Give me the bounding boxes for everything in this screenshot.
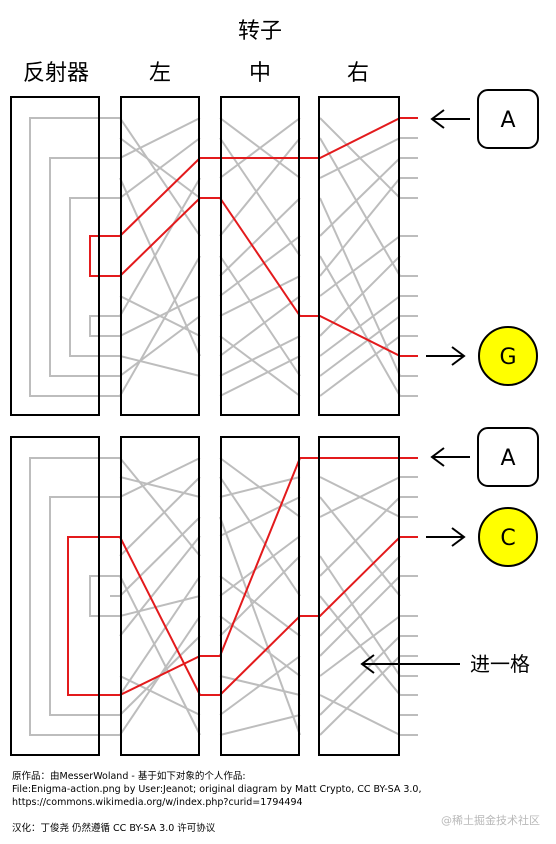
bottom-input-key: [477, 427, 539, 487]
bottom-gray-wiring: [29, 457, 418, 736]
bottom-middle-rotor-box: [220, 436, 300, 756]
bottom-boxes: [10, 436, 400, 756]
top-input-key-letter: A: [500, 108, 515, 133]
step-label: 进一格: [470, 652, 530, 676]
top-panel: A G: [10, 89, 539, 416]
bottom-left-rotor-box: [120, 436, 200, 756]
bottom-right-rotor-box: [318, 436, 400, 756]
bottom-output-lamp: [478, 507, 538, 567]
left-rotor-label: 左: [149, 61, 171, 86]
translation-credit: 汉化：丁俊尧 仍然遵循 CC BY-SA 3.0 许可协议: [12, 823, 216, 834]
rotors-title: 转子: [238, 19, 282, 44]
credits: 原作品：由MesserWoland - 基于如下对象的个人作品: File:En…: [12, 770, 548, 809]
credit-line-1: 原作品：由MesserWoland - 基于如下对象的个人作品:: [12, 771, 246, 782]
top-middle-rotor-box: [220, 96, 300, 416]
top-input-key: [477, 89, 539, 149]
top-reflector-box: [10, 96, 100, 416]
reflector-label: 反射器: [23, 61, 89, 86]
bottom-signal-path: [67, 457, 418, 696]
bottom-arrows: [360, 447, 470, 674]
bottom-reflector-box: [10, 436, 100, 756]
top-boxes: [10, 96, 400, 416]
top-gray-wiring: [29, 117, 418, 397]
credit-line-2: File:Enigma-action.png by User:Jeanot; o…: [12, 784, 422, 795]
right-rotor-label: 右: [347, 61, 369, 86]
top-output-lamp: [478, 326, 538, 386]
middle-rotor-label: 中: [249, 61, 271, 86]
bottom-input-key-letter: A: [500, 446, 515, 471]
credit-line-3: https://commons.wikimedia.org/w/index.ph…: [12, 797, 303, 808]
bottom-output-lamp-letter: C: [500, 526, 515, 551]
watermark: @稀土掘金技术社区: [441, 814, 540, 827]
top-arrows: [426, 109, 470, 366]
bottom-panel: A C 进一格: [10, 427, 539, 756]
top-right-rotor-box: [318, 96, 400, 416]
top-left-rotor-box: [120, 96, 200, 416]
top-output-lamp-letter: G: [499, 345, 516, 370]
